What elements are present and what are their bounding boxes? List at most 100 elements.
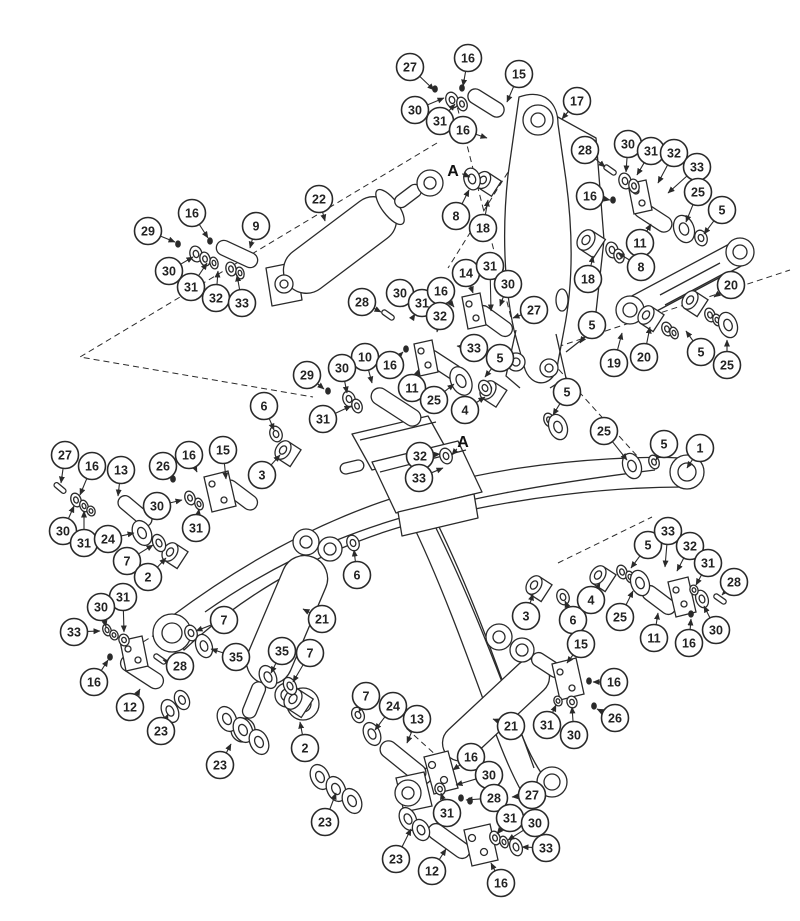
balloon-number: 5	[698, 346, 705, 360]
callout-balloon-31: 31	[425, 103, 456, 136]
callout-balloon-15: 15	[566, 629, 596, 664]
balloon-number: 32	[209, 292, 223, 306]
balloon-number: 23	[318, 816, 332, 830]
callout-balloon-16: 16	[575, 181, 611, 211]
bushing	[525, 575, 553, 603]
balloon-circle	[205, 750, 235, 780]
balloon-number: 33	[690, 161, 704, 175]
callout-balloon-30: 30	[48, 505, 78, 546]
balloon-number: 35	[275, 645, 289, 659]
callout-balloon-25: 25	[712, 339, 742, 380]
callout-balloon-30: 30	[86, 592, 116, 628]
callout-balloon-6: 6	[249, 391, 279, 431]
callout-balloon-24: 24	[374, 691, 408, 731]
balloon-circle	[267, 636, 297, 666]
balloon-circle	[177, 198, 207, 228]
balloon-number: 26	[608, 712, 622, 726]
balloon-number: 6	[261, 400, 268, 414]
leader-line	[198, 224, 209, 239]
view-letter-text: A	[447, 163, 459, 180]
callout-balloon-31: 31	[693, 548, 723, 586]
capscrew	[603, 164, 617, 176]
balloon-number: 11	[633, 237, 646, 251]
balloon-circle	[448, 115, 478, 145]
fastener-dot	[325, 387, 331, 395]
callout-balloon-21: 21	[492, 711, 526, 741]
balloon-number: 30	[709, 624, 723, 638]
leader-line	[594, 158, 606, 168]
balloon-circle	[142, 491, 172, 521]
leader-line	[302, 608, 311, 615]
washer-ring	[618, 172, 632, 190]
callout-balloon-26: 26	[148, 451, 178, 481]
callout-balloon-17: 17	[561, 86, 592, 120]
balloon-number: 23	[389, 853, 403, 867]
mounting-plate	[461, 292, 487, 330]
callout-balloon-27: 27	[512, 295, 549, 325]
balloon-number: 30	[621, 138, 635, 152]
balloon-circle	[575, 181, 605, 211]
balloon-circle	[468, 213, 498, 243]
balloon-circle	[307, 604, 337, 634]
callout-balloon-33: 33	[667, 152, 712, 194]
callout-balloon-33: 33	[59, 617, 101, 647]
balloon-number: 30	[501, 278, 515, 292]
leader-line	[569, 706, 576, 722]
callout-balloon-27: 27	[50, 440, 80, 484]
callout-balloon-5: 5	[484, 343, 515, 378]
callout-balloon-30: 30	[559, 706, 589, 750]
balloon-number: 28	[578, 144, 592, 158]
leader-line	[484, 368, 493, 378]
balloon-number: 31	[433, 115, 447, 129]
callout-balloon-32: 32	[201, 270, 231, 313]
washer-ring	[248, 728, 270, 756]
leader-line	[617, 252, 630, 261]
callout-balloon-13: 13	[402, 704, 432, 744]
balloon-circle	[605, 602, 635, 632]
balloon-circle	[707, 195, 737, 225]
plate-hole	[220, 496, 228, 504]
balloon-number: 16	[383, 359, 397, 373]
fastener-dot	[591, 702, 597, 710]
leader-line	[625, 590, 634, 606]
balloon-number: 31	[184, 281, 198, 295]
callout-balloon-30: 30	[142, 491, 183, 521]
callout-balloon-22: 22	[304, 184, 334, 222]
balloon-circle	[342, 560, 372, 590]
callout-balloon-33: 33	[653, 516, 683, 568]
balloon-number: 30	[335, 362, 349, 376]
callout-balloon-10: 10	[350, 342, 380, 384]
balloon-circle	[432, 798, 462, 828]
balloon-circle	[397, 373, 427, 403]
callout-balloon-20: 20	[629, 326, 659, 372]
balloon-circle	[375, 350, 405, 380]
fastener-dot	[175, 240, 181, 248]
balloon-number: 25	[427, 394, 441, 408]
bushing	[576, 229, 607, 259]
balloon-circle	[629, 342, 659, 372]
callout-balloon-31: 31	[69, 510, 99, 558]
balloon-circle	[400, 95, 430, 125]
balloon-circle	[450, 395, 480, 425]
balloon-number: 13	[114, 464, 128, 478]
balloon-number: 30	[482, 769, 496, 783]
plate-hole	[638, 199, 646, 207]
leader-line	[198, 262, 208, 277]
balloon-number: 28	[173, 660, 187, 674]
balloon-circle	[425, 301, 455, 331]
balloon-circle	[50, 440, 80, 470]
balloon-circle	[247, 460, 277, 490]
callout-balloon-5: 5	[577, 310, 607, 344]
cylinder-rod	[241, 681, 267, 719]
washer-ring	[209, 256, 219, 270]
pivot-eye-bore	[543, 773, 561, 791]
balloon-number: 16	[87, 676, 101, 690]
leader-line	[406, 731, 413, 744]
balloon-number: 20	[637, 351, 651, 365]
callout-balloon-32: 32	[675, 531, 705, 572]
washer-ring	[556, 588, 570, 606]
leader-line	[611, 441, 628, 461]
plate-hole	[134, 656, 142, 664]
leader-line	[461, 189, 470, 205]
plate-hole	[465, 300, 473, 308]
